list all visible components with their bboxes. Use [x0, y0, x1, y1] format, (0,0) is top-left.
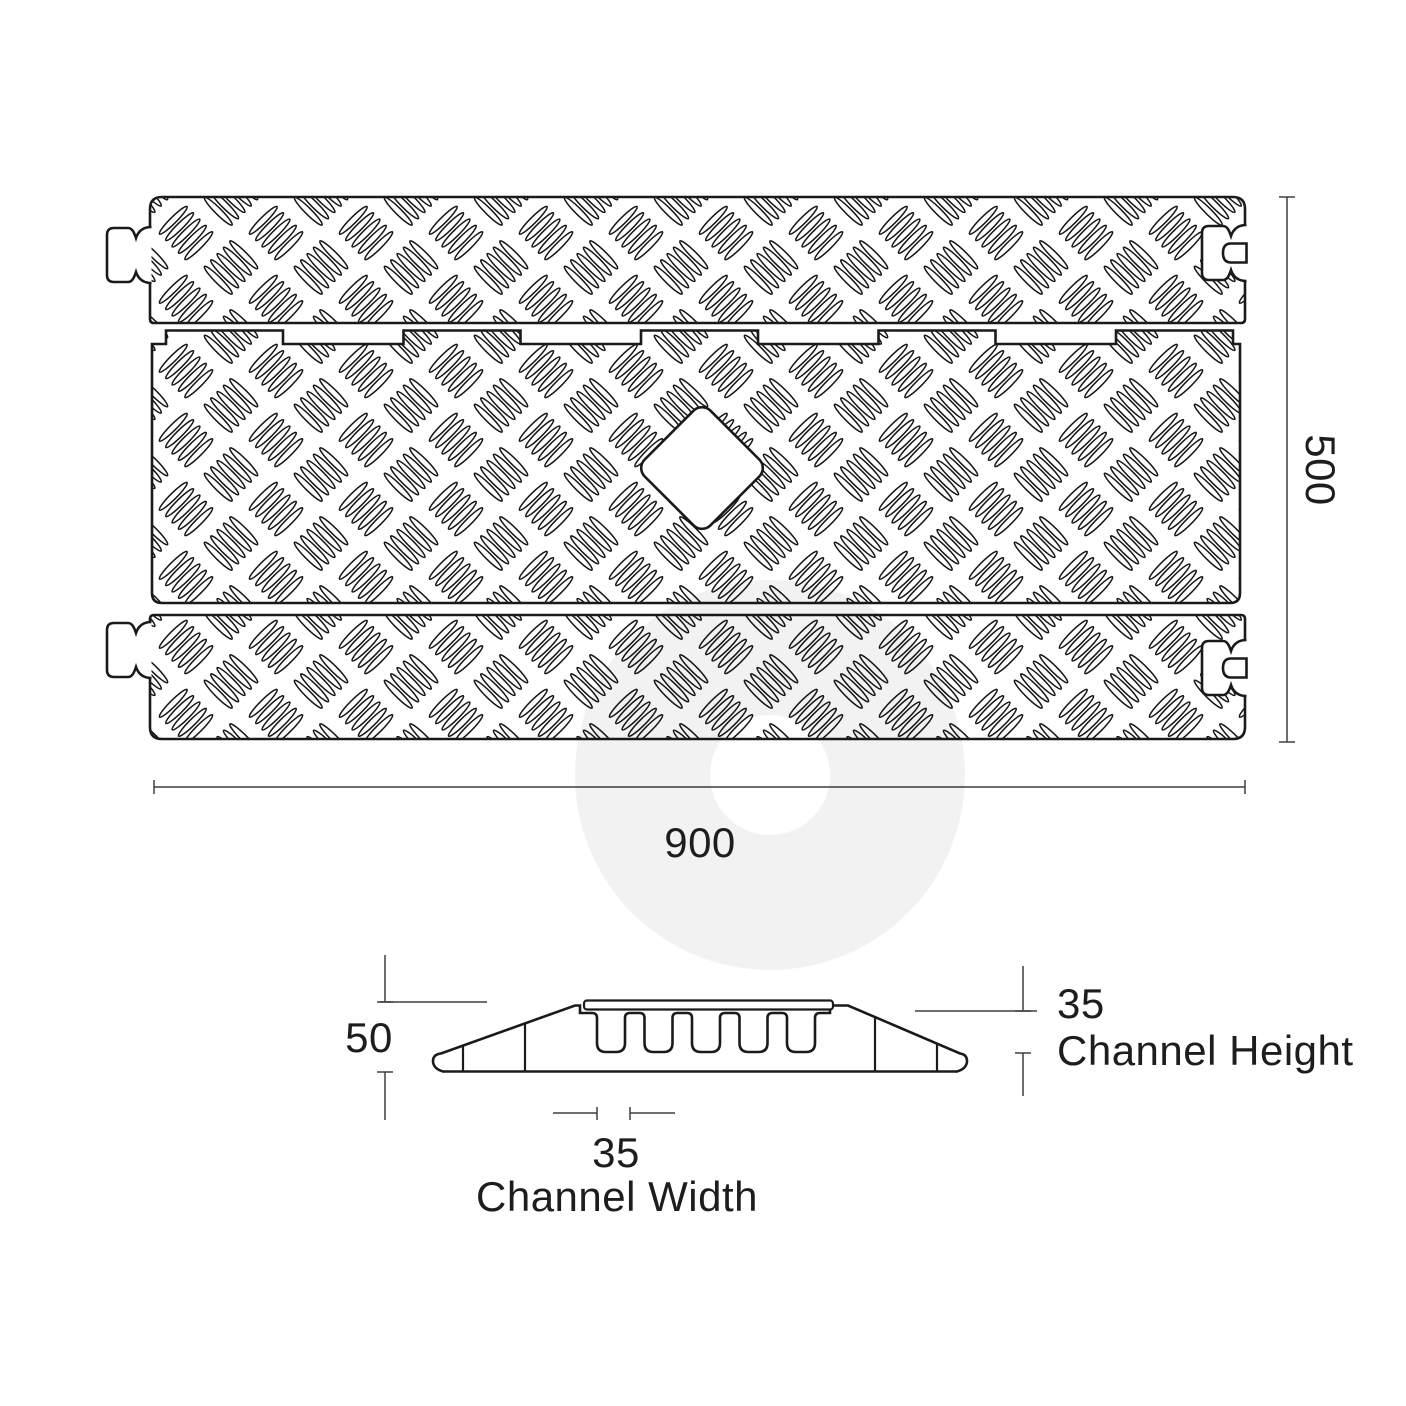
interlock-tab-bottom — [105, 620, 153, 680]
tread-pattern-icon — [150, 197, 1245, 323]
ramp-flap-top — [148, 195, 1247, 325]
dim-channel-height-35 — [915, 966, 1037, 1096]
section-profile — [431, 1004, 969, 1073]
interlock-tab-top — [105, 225, 153, 285]
watermark-circle-icon — [575, 580, 965, 970]
cross-section-view — [377, 955, 1037, 1120]
dim-height-500 — [1279, 196, 1295, 743]
dim-width-900 — [153, 780, 1246, 794]
cable-protector-top-view — [105, 195, 1295, 794]
interlock-slot-top — [1200, 223, 1248, 283]
dim-channel-width-35 — [553, 1107, 675, 1120]
interlock-slot-bottom — [1200, 638, 1248, 698]
lid-diamond-hole — [639, 405, 765, 531]
dim-overall-height-50 — [377, 955, 487, 1120]
section-lid — [582, 999, 835, 1011]
section-ramp-lines — [461, 1017, 939, 1072]
